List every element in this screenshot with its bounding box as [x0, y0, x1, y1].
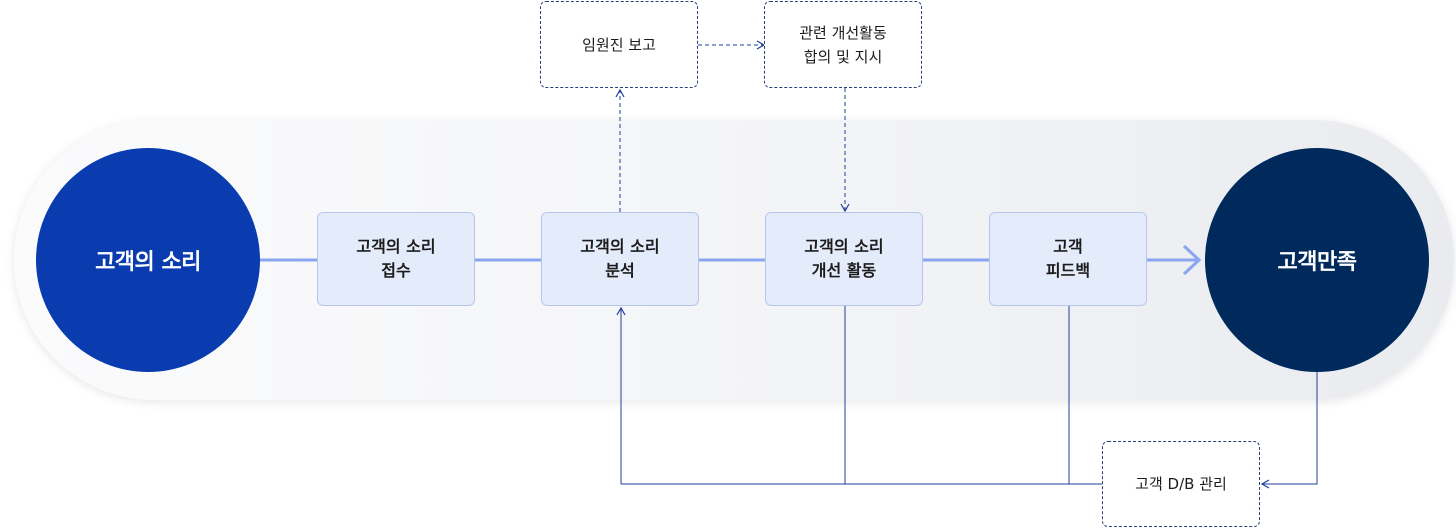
step-title: 고객	[1053, 237, 1083, 256]
executive-report-box: 임원진 보고	[540, 1, 698, 88]
step-subtitle: 개선 활동	[811, 261, 877, 280]
agreement-label-1: 관련 개선활동	[799, 23, 887, 42]
step-feedback-box: 고객 피드백	[989, 212, 1147, 306]
feedback-loop	[616, 306, 1318, 489]
executive-report-label: 임원진 보고	[582, 35, 656, 54]
agreement-label-2: 합의 및 지시	[803, 47, 883, 66]
step-subtitle: 접수	[381, 261, 411, 280]
main-flow	[258, 244, 1202, 276]
dashed-connectors	[615, 40, 850, 213]
step-title: 고객의 소리	[356, 237, 436, 256]
customer-satisfaction-circle: 고객만족	[1205, 148, 1429, 372]
customer-db-label: 고객 D/B 관리	[1135, 475, 1227, 493]
end-label: 고객만족	[1277, 250, 1357, 275]
step-improvement-box: 고객의 소리 개선 활동	[765, 212, 923, 306]
step-reception-box: 고객의 소리 접수	[317, 212, 475, 306]
step-title: 고객의 소리	[580, 237, 660, 256]
step-subtitle: 피드백	[1045, 261, 1091, 280]
customer-db-box: 고객 D/B 관리	[1102, 441, 1260, 527]
agreement-box: 관련 개선활동 합의 및 지시	[764, 1, 922, 88]
step-title: 고객의 소리	[804, 237, 884, 256]
step-analysis-box: 고객의 소리 분석	[541, 212, 699, 306]
step-subtitle: 분석	[605, 261, 635, 280]
start-label: 고객의 소리	[95, 250, 201, 275]
voice-of-customer-circle: 고객의 소리	[36, 148, 260, 372]
